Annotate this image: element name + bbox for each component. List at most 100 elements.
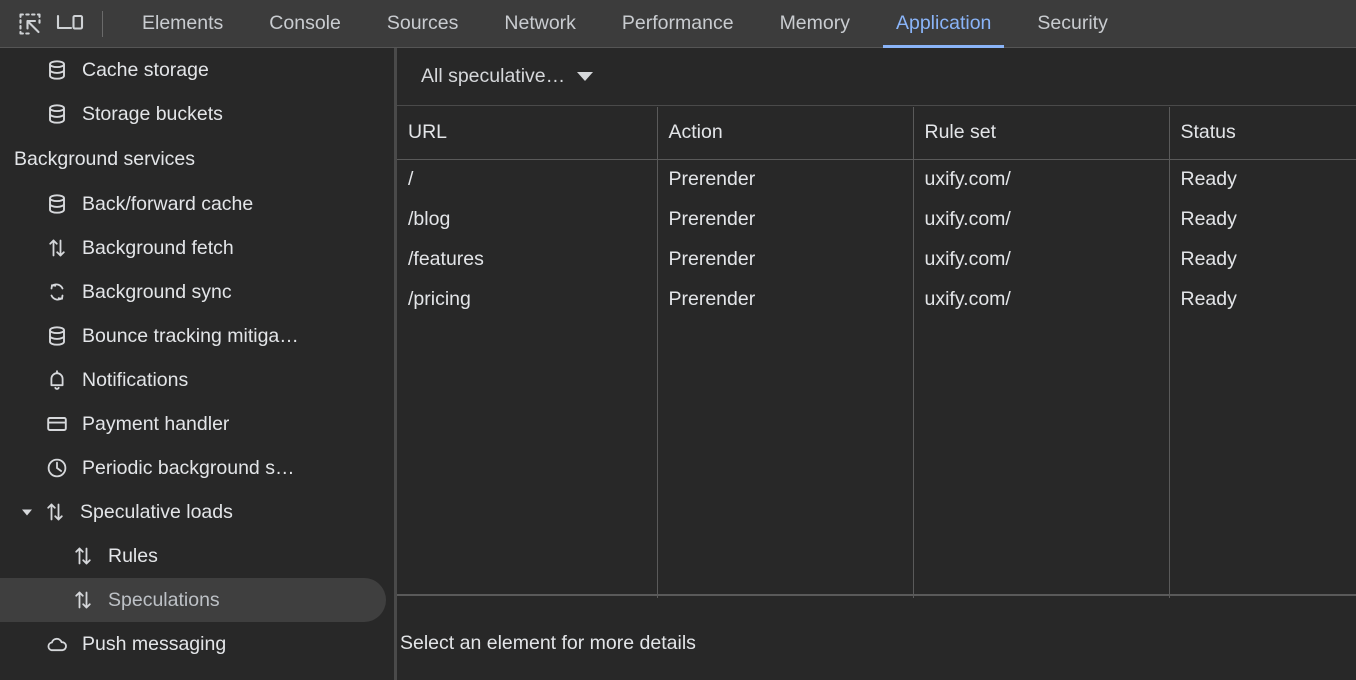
tab-sources[interactable]: Sources — [364, 0, 482, 48]
cell-ruleset: uxify.com/ — [913, 279, 1170, 319]
sidebar-item-label: Payment handler — [82, 412, 230, 435]
sync-icon — [44, 279, 70, 305]
sidebar-item-bounce-tracking-mitigations[interactable]: Bounce tracking mitiga… — [0, 314, 394, 358]
sidebar-item-label: Bounce tracking mitiga… — [82, 324, 299, 347]
sidebar-item-label: Background sync — [82, 280, 232, 303]
bell-icon — [44, 367, 70, 393]
sidebar-item-background-fetch[interactable]: Background fetch — [0, 226, 394, 270]
tab-network[interactable]: Network — [481, 0, 599, 48]
inspect-cursor-icon-glyph — [19, 12, 41, 35]
tab-application[interactable]: Application — [873, 0, 1014, 48]
sidebar-item-label: Speculative loads — [80, 500, 233, 523]
cell-action: Prerender — [657, 199, 914, 239]
sidebar-item-label: Speculations — [108, 588, 220, 611]
speculations-panel: All speculative… URL Action Rule set Sta… — [397, 48, 1356, 680]
toolbar-separator — [102, 10, 103, 37]
inspect-cursor-icon[interactable] — [10, 4, 50, 44]
sidebar-item-storage-buckets[interactable]: Storage buckets — [0, 92, 394, 136]
sidebar-item-label: Rules — [108, 544, 158, 567]
tab-console[interactable]: Console — [246, 0, 364, 48]
table-row[interactable]: /blog Prerender uxify.com/ Ready — [397, 199, 1356, 239]
speculations-filter-bar: All speculative… — [397, 48, 1356, 106]
devtools-toolbar: Elements Console Sources Network Perform… — [0, 0, 1356, 48]
device-toolbar-icon[interactable] — [50, 4, 90, 44]
tab-memory[interactable]: Memory — [757, 0, 873, 48]
sidebar-item-notifications[interactable]: Notifications — [0, 358, 394, 402]
database-icon — [44, 57, 70, 83]
cell-url: / — [397, 159, 658, 199]
tab-sources-label: Sources — [386, 12, 459, 34]
clock-icon — [44, 455, 70, 481]
cell-action: Prerender — [657, 279, 914, 319]
cell-status: Ready — [1169, 239, 1356, 279]
sidebar-resize-handle[interactable] — [394, 48, 397, 680]
filler-cell — [913, 319, 1170, 649]
cell-status: Ready — [1169, 159, 1356, 199]
sidebar-item-periodic-background-sync[interactable]: Periodic background s… — [0, 446, 394, 490]
sidebar-item-push-messaging[interactable]: Push messaging — [0, 622, 394, 666]
arrows-updown-icon — [44, 235, 70, 261]
arrows-updown-icon — [70, 543, 96, 569]
tab-security-label: Security — [1037, 12, 1108, 34]
column-header-ruleset[interactable]: Rule set — [913, 107, 1170, 160]
speculations-table: URL Action Rule set Status / Prerender u… — [397, 107, 1356, 649]
sidebar-item-rules[interactable]: Rules — [0, 534, 394, 578]
database-icon — [44, 101, 70, 127]
sidebar-section-label: Background services — [14, 147, 196, 170]
device-toolbar-icon-glyph — [56, 14, 84, 30]
sidebar-item-label: Notifications — [82, 368, 189, 391]
table-row[interactable]: /features Prerender uxify.com/ Ready — [397, 239, 1356, 279]
tab-performance-label: Performance — [621, 12, 734, 34]
panel-tabbar: Elements Console Sources Network Perform… — [119, 0, 1131, 48]
speculative-loads-filter-dropdown[interactable]: All speculative… — [421, 61, 594, 92]
column-header-url[interactable]: URL — [397, 107, 658, 160]
table-header: URL Action Rule set Status — [397, 107, 1356, 160]
tab-network-label: Network — [504, 12, 576, 34]
tab-memory-label: Memory — [779, 12, 850, 34]
column-header-status[interactable]: Status — [1169, 107, 1356, 160]
arrows-updown-icon — [70, 587, 96, 613]
cell-url: /features — [397, 239, 658, 279]
table-empty-filler — [397, 319, 1356, 649]
application-sidebar: Cache storage Storage buckets Background… — [0, 48, 394, 680]
sidebar-item-label: Cache storage — [82, 58, 209, 81]
sidebar-item-speculations[interactable]: Speculations — [0, 578, 386, 622]
tab-application-label: Application — [895, 12, 992, 34]
tab-security[interactable]: Security — [1014, 0, 1130, 48]
tab-elements[interactable]: Elements — [119, 0, 246, 48]
sidebar-item-payment-handler[interactable]: Payment handler — [0, 402, 394, 446]
sidebar-item-label: Storage buckets — [82, 102, 223, 125]
tab-elements-label: Elements — [142, 12, 224, 34]
speculations-table-container: URL Action Rule set Status / Prerender u… — [397, 107, 1356, 649]
chevron-down-icon — [577, 72, 594, 81]
details-pane: Select an element for more details — [397, 598, 1356, 680]
sidebar-item-cache-storage[interactable]: Cache storage — [0, 48, 394, 92]
filter-selected-value: All speculative… — [421, 65, 566, 87]
database-icon — [44, 323, 70, 349]
cell-status: Ready — [1169, 199, 1356, 239]
cell-action: Prerender — [657, 239, 914, 279]
table-row[interactable]: / Prerender uxify.com/ Ready — [397, 159, 1356, 199]
column-header-action[interactable]: Action — [657, 107, 914, 160]
cell-status: Ready — [1169, 279, 1356, 319]
cell-ruleset: uxify.com/ — [913, 239, 1170, 279]
database-icon — [44, 191, 70, 217]
table-row[interactable]: /pricing Prerender uxify.com/ Ready — [397, 279, 1356, 319]
cell-action: Prerender — [657, 159, 914, 199]
tab-console-label: Console — [269, 12, 341, 34]
sidebar-section-background-services: Background services — [0, 136, 394, 182]
sidebar-item-speculative-loads[interactable]: Speculative loads — [0, 490, 394, 534]
arrows-updown-icon — [42, 499, 68, 525]
credit-card-icon — [44, 411, 70, 437]
sidebar-item-background-sync[interactable]: Background sync — [0, 270, 394, 314]
sidebar-item-label: Back/forward cache — [82, 192, 254, 215]
chevron-down-icon[interactable] — [16, 501, 38, 523]
filler-cell — [657, 319, 914, 649]
filler-cell — [397, 319, 658, 649]
sidebar-item-label: Background fetch — [82, 236, 234, 259]
sidebar-item-back-forward-cache[interactable]: Back/forward cache — [0, 182, 394, 226]
tab-performance[interactable]: Performance — [599, 0, 757, 48]
cell-ruleset: uxify.com/ — [913, 199, 1170, 239]
filler-cell — [1169, 319, 1356, 649]
cell-url: /pricing — [397, 279, 658, 319]
